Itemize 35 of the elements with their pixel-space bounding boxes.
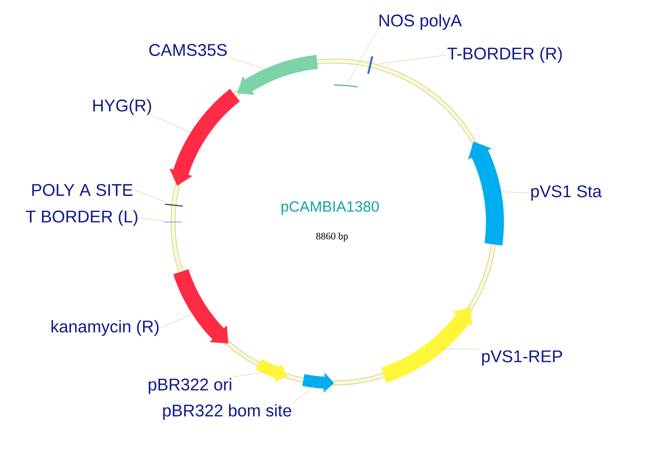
feature-label: pVS1 Sta (531, 185, 602, 201)
gene-segment (468, 141, 504, 246)
gene-segment (256, 358, 287, 382)
site-mark (334, 84, 358, 88)
gene-segment (169, 88, 240, 186)
plasmid-size: 8860 bp (316, 232, 348, 242)
leader-line (153, 116, 191, 132)
gene-segment (302, 372, 334, 393)
feature-label: T-BORDER (R) (448, 47, 562, 63)
leader-line (500, 191, 530, 194)
leader-line (441, 348, 480, 350)
gene-segment (237, 54, 318, 95)
leader-line (292, 386, 314, 404)
feature-label: NOS polyA (380, 14, 462, 30)
feature-label: T BORDER (L) (26, 210, 138, 226)
leader-line (139, 218, 164, 222)
plasmid-name: pCAMBIA1380 (282, 201, 379, 215)
feature-label: HYG(R) (93, 99, 152, 115)
leader-line (379, 54, 446, 64)
feature-label: kanamycin (R) (52, 320, 159, 336)
leader-line (160, 314, 192, 328)
feature-label: POLY A SITE (32, 184, 132, 196)
gene-segment (381, 307, 472, 383)
site-mark (164, 204, 184, 207)
gene-segment (173, 269, 228, 344)
leader-line (346, 30, 378, 85)
leader-line (134, 190, 165, 202)
leader-line (228, 56, 268, 70)
site-mark (164, 221, 182, 222)
feature-label: pBR322 bom site (163, 404, 292, 420)
feature-label: CAMS35S (149, 44, 227, 56)
feature-label: pBR322 ori (148, 378, 232, 394)
leader-line (233, 371, 267, 378)
feature-label: pVS1-REP (482, 350, 562, 366)
site-mark (367, 56, 374, 74)
